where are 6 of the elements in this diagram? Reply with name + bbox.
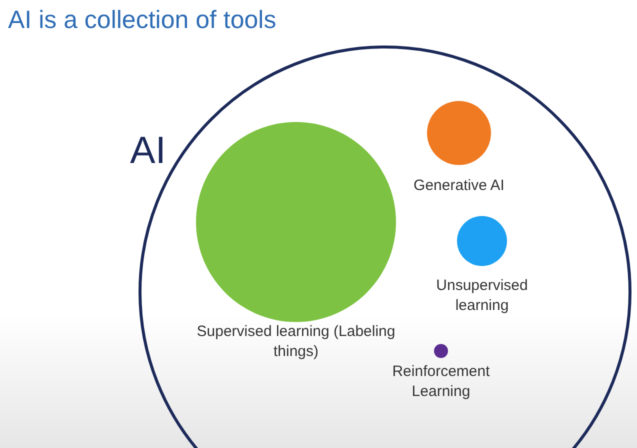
category-label: Generative AI [412,176,506,196]
title: AI is a collection of tools [8,6,276,35]
category-label: Supervised learning (Labeling things) [196,322,396,361]
set-label: AI [130,132,166,170]
category-label: Reinforcement Learning [391,362,491,401]
category-label: Unsupervised learning [435,276,529,315]
